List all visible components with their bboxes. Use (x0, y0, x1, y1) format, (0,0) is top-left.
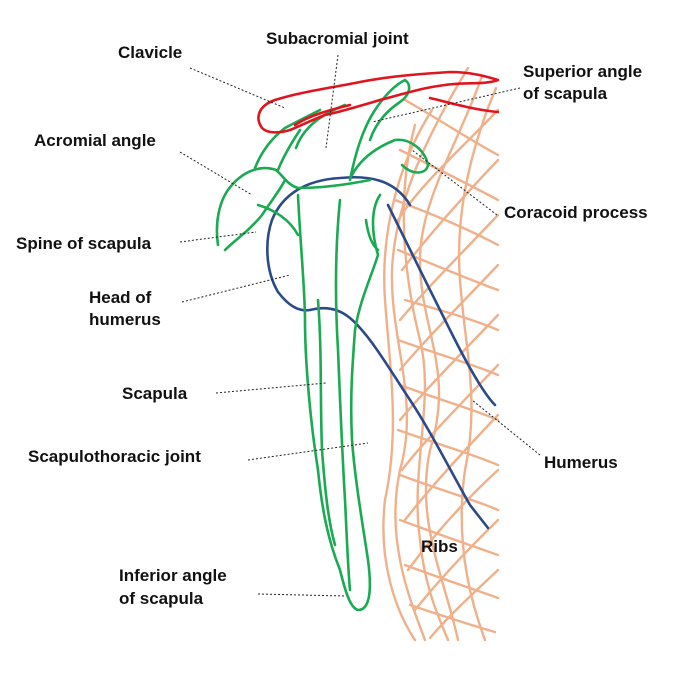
spine-of-scapula (256, 203, 300, 237)
rib-curve (396, 428, 500, 467)
rib-curve (398, 313, 500, 422)
label-humerus: Humerus (544, 453, 618, 472)
rib-curve (398, 213, 500, 322)
scapula-outline (215, 78, 430, 612)
rib-curve (398, 473, 500, 512)
label-head-of-humerus-line2: humerus (89, 310, 161, 329)
label-scapulothoracic-joint: Scapulothoracic joint (28, 447, 201, 466)
label-spine-of-scapula: Spine of scapula (16, 234, 152, 253)
rib-curve (413, 518, 500, 612)
clavicle (257, 70, 500, 134)
rib-curve (403, 563, 500, 600)
rib-curve (390, 66, 470, 642)
leader-spine (179, 231, 257, 243)
coracoid-process (350, 138, 430, 177)
clavicle-lower-edge (293, 103, 352, 127)
clavicle-outline (257, 70, 500, 134)
leader-humerus (471, 399, 541, 456)
rib-curve (406, 468, 500, 572)
rib-curve (398, 263, 500, 372)
label-scapula: Scapula (122, 384, 188, 403)
clavicle-inner-edge (428, 96, 500, 114)
label-subacromial-joint: Subacromial joint (266, 29, 409, 48)
humerus-outline (266, 175, 497, 530)
rib-curve (396, 338, 500, 377)
rib-curve (398, 148, 500, 202)
rib-curve (382, 108, 434, 642)
leader-clavicle (189, 67, 286, 109)
scapula-body-medial (316, 298, 337, 547)
label-clavicle: Clavicle (118, 43, 182, 62)
leader-scapula (215, 382, 327, 394)
rib-curve (408, 603, 497, 634)
rib-curve (398, 383, 500, 422)
scapula-body-inner (334, 198, 352, 592)
rib-curve (396, 108, 500, 222)
acromion-underside (223, 178, 287, 252)
label-acromial-angle: Acromial angle (34, 131, 156, 150)
label-superior-angle-line1: Superior angle (523, 62, 642, 81)
leader-lines (179, 54, 541, 597)
rib-curve (402, 123, 450, 642)
rib-curve (457, 86, 498, 642)
acromion (215, 166, 372, 247)
label-superior-angle-line2: of scapula (523, 84, 608, 103)
rib-curve (400, 363, 500, 472)
label-coracoid-process: Coracoid process (504, 203, 648, 222)
leader-scapulothoracic (247, 442, 369, 461)
label-inferior-angle-line1: Inferior angle (119, 566, 227, 585)
ribs-group (382, 66, 500, 642)
glenoid-rim (276, 128, 302, 172)
humerus-lateral-line (386, 203, 497, 407)
labels: Clavicle Subacromial joint Superior angl… (16, 29, 648, 608)
scapula-neck (348, 78, 411, 182)
leader-coracoid (411, 149, 498, 216)
leader-head-humerus (181, 274, 291, 303)
coracoid-tip (364, 218, 380, 252)
rib-curve (400, 158, 500, 272)
rib-curve (428, 568, 500, 640)
leader-acromial-angle (179, 151, 253, 196)
rib-curve (398, 518, 500, 557)
scapula-body-lateral (296, 193, 382, 612)
rib-curve (403, 98, 500, 157)
rib-curve (396, 248, 500, 292)
scapula-superior-border (253, 108, 322, 170)
leader-superior-angle (371, 87, 521, 123)
rib-curve (403, 413, 500, 522)
label-ribs: Ribs (421, 537, 458, 556)
leader-inferior-angle (257, 593, 346, 597)
label-head-of-humerus-line1: Head of (89, 288, 152, 307)
leader-subacromial (325, 54, 339, 149)
label-inferior-angle-line2: of scapula (119, 589, 204, 608)
humerus-shaft-head (266, 175, 490, 530)
rib-curve (393, 198, 500, 247)
